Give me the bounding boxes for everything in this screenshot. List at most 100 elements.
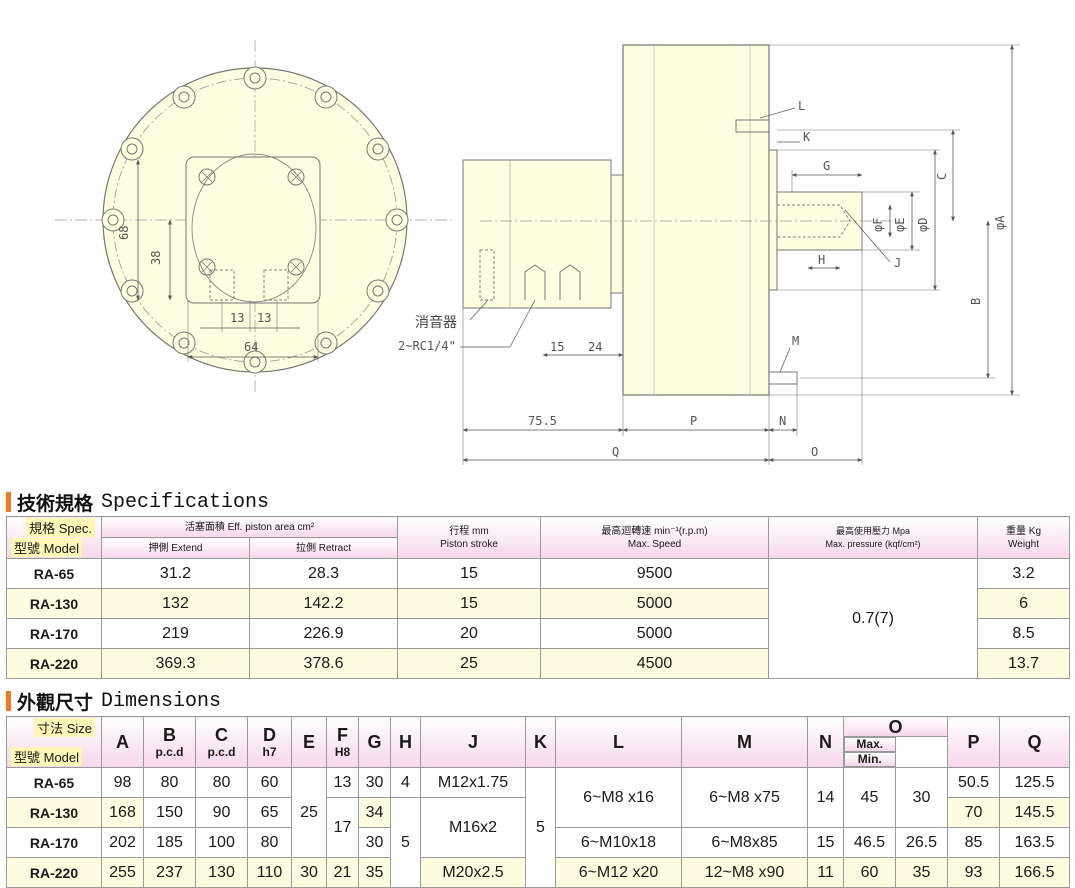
- cell-weight: 8.5: [977, 618, 1071, 649]
- cell-N: 11: [807, 857, 844, 888]
- dim-corner-top: 寸法 Size: [34, 718, 95, 737]
- bolt-holes: [101, 66, 409, 374]
- dim-K: K: [803, 130, 811, 144]
- spec-table: 規格 Spec. 型號 Model 活塞面積 Eff. piston area …: [6, 516, 1071, 679]
- spec-title-en: Specifications: [101, 490, 270, 514]
- bolt-hole: [101, 208, 125, 232]
- cell-M: 12~M8 x90: [681, 857, 808, 888]
- cell-G: 30: [358, 767, 391, 798]
- cell-E: 25: [291, 767, 327, 858]
- dim-O: O: [811, 445, 818, 459]
- cell-weight: 6: [977, 588, 1071, 619]
- cell-weight: 13.7: [977, 648, 1071, 679]
- inner-bolt: [198, 168, 216, 186]
- cell-model: RA-130: [6, 588, 102, 619]
- rear-collar: [610, 174, 624, 294]
- header-N: N: [807, 716, 844, 768]
- spec-corner-top: 規格 Spec.: [26, 518, 95, 537]
- cell-C: 90: [195, 797, 248, 828]
- dim-15: 15: [550, 340, 564, 354]
- dim-N: N: [779, 414, 786, 428]
- bolt-hole-inner: [391, 214, 403, 226]
- dim-corner-bottom: 型號 Model: [11, 747, 83, 766]
- dim-phiE: φE: [893, 218, 907, 232]
- cell-M: 6~M8 x75: [681, 767, 808, 828]
- bolt-hole-inner: [372, 143, 384, 155]
- title-accent-bar: [6, 691, 11, 711]
- cell-P: 50.5: [947, 767, 1001, 798]
- cell-extend: 132: [101, 588, 250, 619]
- cell-G: 30: [358, 827, 391, 858]
- side-view: 消音器 2~RC1/4" 15 24 75.5 P N Q O φA B C: [398, 44, 1020, 465]
- cell-J: M12x1.75: [420, 767, 526, 798]
- bolt-hole: [385, 208, 409, 232]
- header-extend: 押側 Extend: [101, 537, 250, 559]
- cell-stroke: 20: [397, 618, 542, 649]
- dim-phiF: φF: [871, 218, 885, 232]
- bolt-hole: [366, 279, 390, 303]
- bolt-hole-inner: [320, 91, 332, 103]
- inner-bolt-cross: [290, 261, 302, 273]
- dim-H: H: [818, 253, 825, 267]
- dim-phiA: φA: [993, 215, 1007, 230]
- cell-retract: 378.6: [248, 648, 399, 679]
- header-speed-2: Max. Speed: [627, 538, 682, 550]
- technical-drawing: 68 38 13 13 64 消音器 2~: [55, 40, 1020, 465]
- cell-retract: 226.9: [248, 618, 399, 649]
- title-accent-bar: [6, 492, 11, 512]
- bolt-hole: [243, 66, 267, 90]
- header-B-label: B: [163, 724, 176, 745]
- cell-F: 17: [326, 797, 359, 858]
- label-rc: 2~RC1/4": [398, 339, 456, 353]
- cell-K: 5: [525, 767, 556, 888]
- header-K: K: [525, 716, 556, 768]
- cell-O-min: 35: [894, 857, 949, 888]
- spec-title-cjk: 技術規格: [17, 492, 94, 515]
- dim-75-5: 75.5: [528, 414, 557, 428]
- header-F-label: F: [337, 724, 348, 745]
- header-C-label: C: [215, 724, 228, 745]
- header-speed-1: 最高迴轉速 min⁻¹(r.p.m): [601, 525, 708, 537]
- cell-extend: 31.2: [101, 558, 250, 589]
- cell-J: M20x2.5: [420, 857, 526, 888]
- cell-model: RA-130: [6, 797, 102, 828]
- cell-model: RA-170: [6, 618, 102, 649]
- header-D-label: D: [263, 724, 276, 745]
- header-E: E: [291, 716, 327, 768]
- cell-extend: 219: [101, 618, 250, 649]
- cell-D: 60: [247, 767, 292, 798]
- dim-C: C: [935, 173, 949, 180]
- dim-title-en: Dimensions: [101, 689, 222, 713]
- dim-M: M: [792, 334, 799, 348]
- header-eff-area: 活塞面積 Eff. piston area cm²: [100, 516, 399, 538]
- header-O-max: Max.: [844, 737, 896, 752]
- header-pressure-1: 最高使用壓力 Mpa: [836, 525, 911, 536]
- cell-stroke: 15: [397, 588, 542, 619]
- dim-L: L: [798, 99, 805, 113]
- header-G: G: [358, 716, 391, 768]
- spec-corner-bottom: 型號 Model: [11, 538, 83, 557]
- header-O-min: Min.: [844, 752, 896, 767]
- cell-O-max: 46.5: [843, 827, 896, 858]
- front-boss: [768, 149, 778, 291]
- cell-L: 6~M10x18: [555, 827, 682, 858]
- cell-C: 80: [195, 767, 248, 798]
- header-weight-1: 重量 Kg: [1006, 525, 1042, 537]
- dim-corner-cell: 寸法 Size 型號 Model: [6, 716, 102, 768]
- dim-title: 外觀尺寸 Dimensions: [6, 689, 222, 714]
- cell-O-min: 30: [894, 767, 949, 828]
- header-O: O: [842, 716, 949, 737]
- inner-bolt: [198, 258, 216, 276]
- cell-model: RA-65: [6, 558, 102, 589]
- cell-Q: 145.5: [999, 797, 1071, 828]
- header-D-sub: h7: [262, 744, 277, 759]
- header-P: P: [947, 716, 1001, 768]
- cell-D: 110: [247, 857, 292, 888]
- cell-model: RA-65: [6, 767, 102, 798]
- cell-N: 14: [807, 767, 844, 828]
- dim-J: J: [894, 256, 901, 270]
